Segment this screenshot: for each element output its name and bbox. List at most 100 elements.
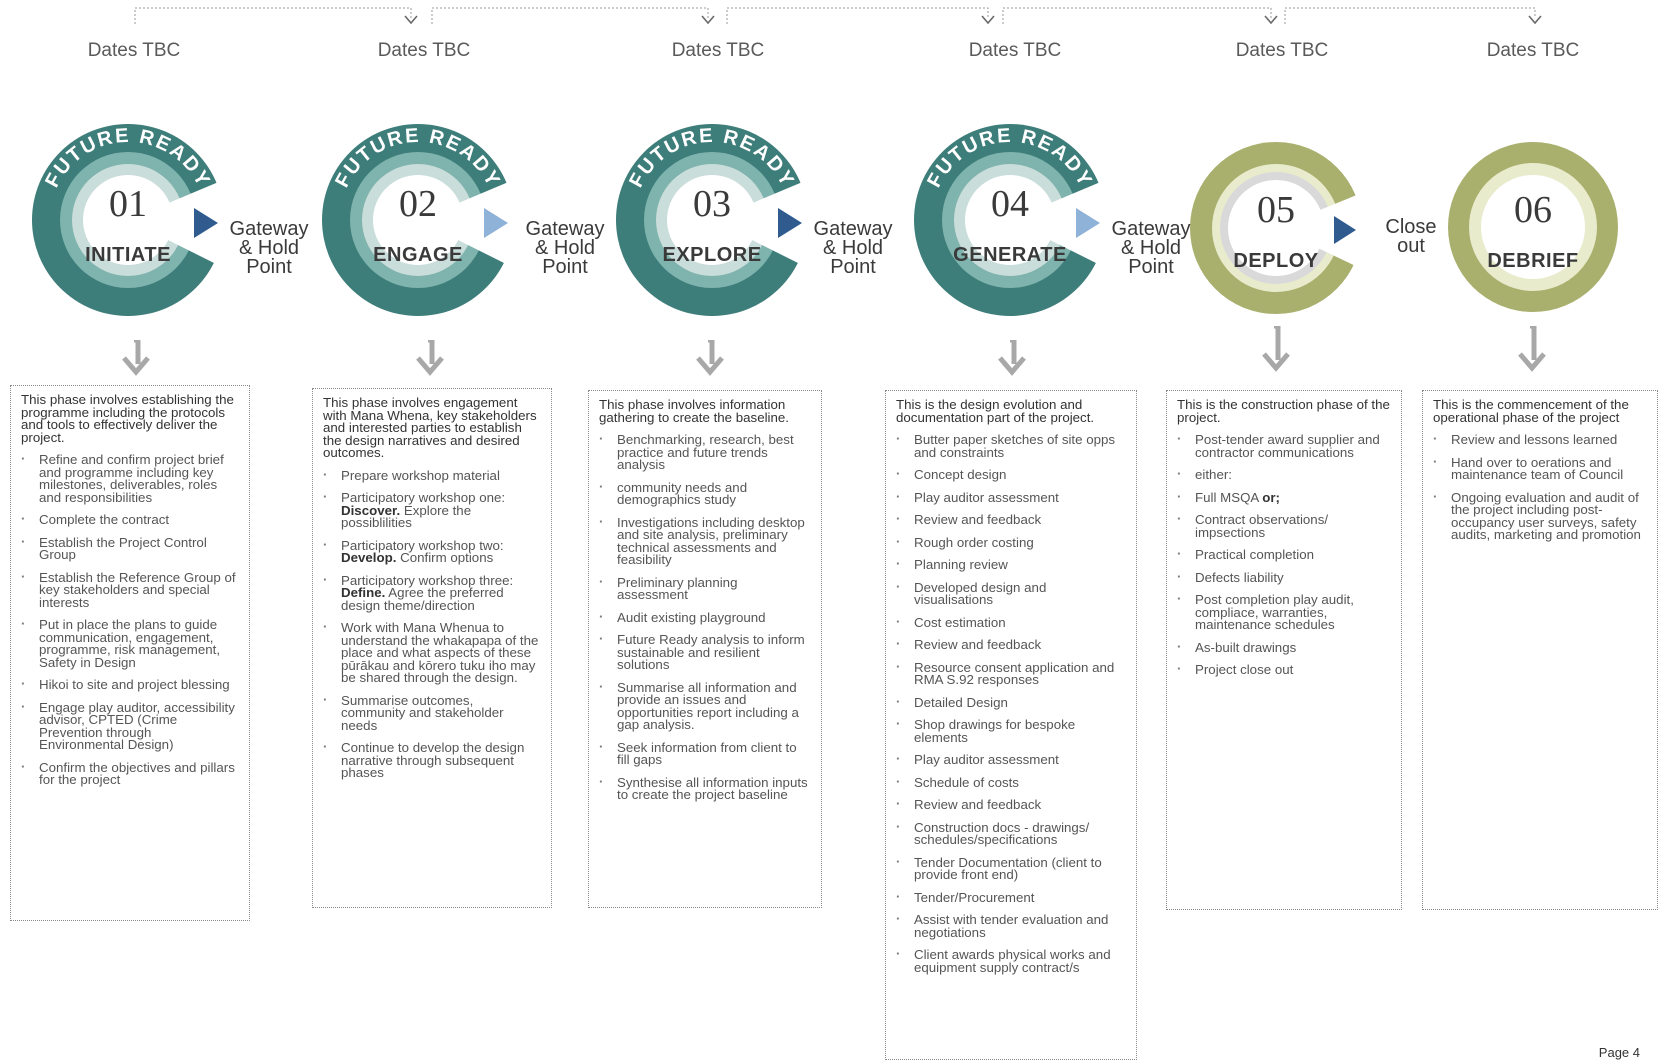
phase-date-04: Dates TBC <box>968 40 1062 61</box>
phase-ring-graphic: FUTURE READY <box>616 124 812 316</box>
down-arrow-icon <box>122 340 150 376</box>
task-list-item: Contract observations/ impsections <box>1177 513 1391 539</box>
task-list: Benchmarking, research, best practice an… <box>599 433 811 802</box>
task-list-item: Client awards physical works and equipme… <box>896 948 1126 974</box>
task-list-item: Rough order costing <box>896 536 1126 550</box>
task-list: Refine and confirm project brief and pro… <box>21 453 239 787</box>
task-list-item: Concept design <box>896 468 1126 482</box>
phase-ring-graphic: FUTURE READY <box>32 124 228 316</box>
box-intro: This phase involves engagement with Mana… <box>323 395 537 460</box>
task-list-item: Schedule of costs <box>896 776 1126 790</box>
task-list-item: Refine and confirm project brief and pro… <box>21 453 239 504</box>
phase-ring-graphic: FUTURE READY <box>914 124 1110 316</box>
phase-number: 05 <box>1257 189 1295 231</box>
task-list-item: Continue to develop the design narrative… <box>323 741 541 780</box>
task-list-item: Engage play auditor, accessibility advis… <box>21 700 239 752</box>
task-list-item: Post completion play audit, compliace, w… <box>1177 593 1391 632</box>
task-list-item: Work with Mana Whenua to understand the … <box>323 621 541 685</box>
task-list-item: Review and lessons learned <box>1433 433 1647 447</box>
phase-date-02: Dates TBC <box>377 40 471 61</box>
task-list-item: Post-tender award supplier and contracto… <box>1177 433 1391 459</box>
down-arrow-icon <box>1262 326 1290 372</box>
task-list-item: Project close out <box>1177 663 1391 677</box>
phase-description-box-initiate: This phase involves establishing the pro… <box>10 385 250 921</box>
phase-description-box-generate: This is the design evolution and documen… <box>885 390 1137 1060</box>
task-list-item: Synthesise all information inputs to cre… <box>599 775 811 802</box>
task-list-item: Detailed Design <box>896 696 1126 710</box>
task-list-item: Preliminary planning assessment <box>599 575 811 602</box>
task-list-item: Assist with tender evaluation and negoti… <box>896 913 1126 939</box>
task-list-item: Defects liability <box>1177 571 1391 585</box>
phase-name: EXPLORE <box>662 244 762 266</box>
task-list: Review and lessons learnedHand over to o… <box>1433 433 1647 542</box>
phase-circle-explore: FUTURE READY 03 EXPLORE <box>612 120 812 320</box>
task-list-item: Cost estimation <box>896 616 1126 630</box>
down-arrow-icon <box>1518 326 1546 372</box>
task-list-item: Ongoing evaluation and audit of the proj… <box>1433 490 1647 542</box>
phase-ring-graphic: FUTURE READY <box>322 124 518 316</box>
task-list-item: either: <box>1177 468 1391 482</box>
task-list-item: Tender Documentation (client to provide … <box>896 855 1126 882</box>
task-list-item: Future Ready analysis to inform sustaina… <box>599 633 811 672</box>
task-list-item: Resource consent application and RMA S.9… <box>896 660 1126 687</box>
phase-number: 06 <box>1514 189 1552 231</box>
down-arrow-icon <box>998 340 1026 376</box>
task-list-item: community needs and demographics study <box>599 480 811 507</box>
phase-number: 03 <box>693 183 731 225</box>
task-list-item: Participatory workshop one: Discover. Ex… <box>323 491 541 530</box>
phase-name: GENERATE <box>953 244 1067 266</box>
phase-description-box-debrief: This is the commencement of the operatio… <box>1422 390 1658 910</box>
task-list-item: Summarise all information and provide an… <box>599 680 811 732</box>
down-arrow-icon <box>696 340 724 376</box>
phase-circle-generate: FUTURE READY 04 GENERATE <box>910 120 1110 320</box>
task-list-item: Benchmarking, research, best practice an… <box>599 433 811 472</box>
task-list-item: Butter paper sketches of site opps and c… <box>896 433 1126 459</box>
phase-circle-initiate: FUTURE READY 01 INITIATE <box>28 120 228 320</box>
phase-description-box-engage: This phase involves engagement with Mana… <box>312 388 552 908</box>
phase-ring-graphic <box>1448 142 1618 312</box>
task-list-item: Establish the Reference Group of key sta… <box>21 570 239 610</box>
phase-date-05: Dates TBC <box>1235 40 1329 61</box>
task-list-item: Hikoi to site and project blessing <box>21 678 239 692</box>
box-intro: This phase involves establishing the pro… <box>21 392 234 445</box>
box-intro: This is the commencement of the operatio… <box>1433 397 1629 425</box>
phase-name: DEPLOY <box>1233 250 1319 272</box>
task-list-item: Investigations including desktop and sit… <box>599 515 811 567</box>
phase-circle-engage: FUTURE READY 02 ENGAGE <box>318 120 518 320</box>
task-list: Butter paper sketches of site opps and c… <box>896 433 1126 974</box>
phase-number: 02 <box>399 183 437 225</box>
task-list-item: Review and feedback <box>896 798 1126 812</box>
task-list-item: As-built drawings <box>1177 641 1391 655</box>
task-list-item: Hand over to oerations and maintenance t… <box>1433 455 1647 482</box>
phase-circle-deploy: 05 DEPLOY <box>1188 140 1364 316</box>
task-list-item: Review and feedback <box>896 638 1126 652</box>
task-list-item: Seek information from client to fill gap… <box>599 740 811 767</box>
phase-number: 01 <box>109 183 147 225</box>
task-list-item: Construction docs - drawings/ schedules/… <box>896 820 1126 847</box>
phase-date-03: Dates TBC <box>671 40 765 61</box>
task-list-item: Participatory workshop two: Develop. Con… <box>323 538 541 565</box>
phase-description-box-deploy: This is the construction phase of the pr… <box>1166 390 1402 910</box>
task-list-item: Tender/Procurement <box>896 891 1126 905</box>
down-arrow-icon <box>416 340 444 376</box>
phase-name: INITIATE <box>85 244 171 266</box>
task-list-item: Confirm the objectives and pillars for t… <box>21 760 239 787</box>
phase-ring-graphic <box>1190 142 1364 314</box>
box-intro: This is the construction phase of the pr… <box>1177 397 1390 425</box>
task-list-item: Participatory workshop three: Define. Ag… <box>323 573 541 613</box>
task-list-item: Play auditor assessment <box>896 491 1126 505</box>
phase-name: DEBRIEF <box>1487 250 1579 272</box>
phase-circle-debrief: 06 DEBRIEF <box>1446 140 1620 314</box>
phase-description-box-explore: This phase involves information gatherin… <box>588 390 822 908</box>
phase-date-01: Dates TBC <box>87 40 181 61</box>
task-list-item: Planning review <box>896 558 1126 572</box>
phase-date-06: Dates TBC <box>1486 40 1580 61</box>
phase-name: ENGAGE <box>373 244 463 266</box>
task-list-item: Developed design and visualisations <box>896 580 1126 607</box>
